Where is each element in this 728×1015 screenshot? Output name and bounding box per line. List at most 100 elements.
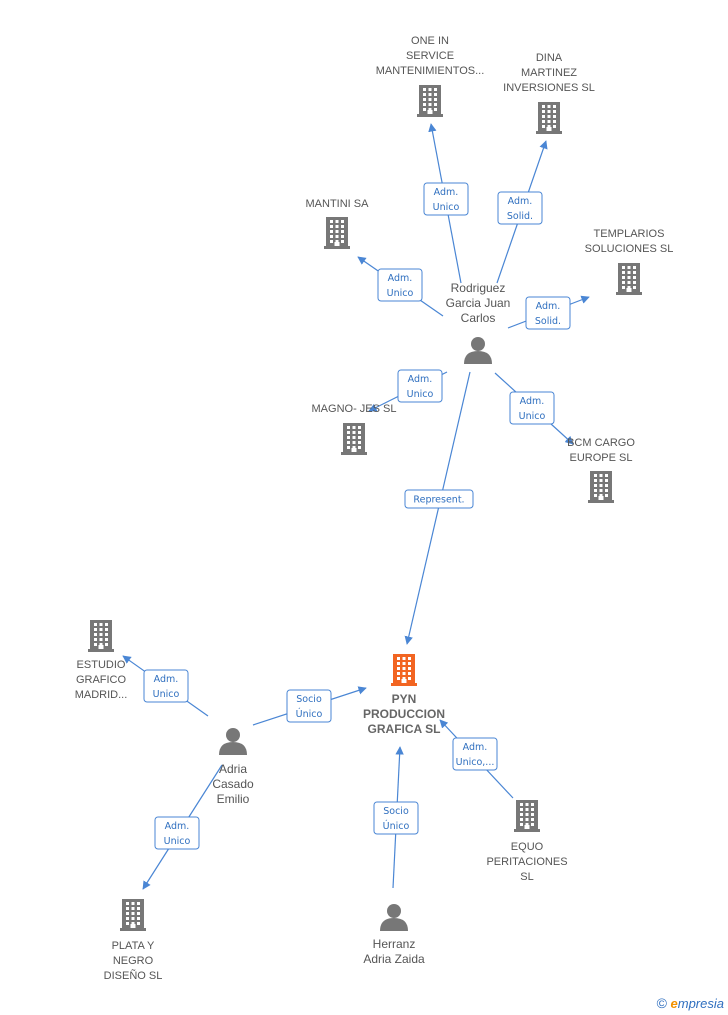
- edge-rodriguez-to-dina[interactable]: Adm. Solid.: [496, 140, 548, 284]
- node-label-line: SL: [520, 871, 533, 883]
- edge-adria-to-estudio[interactable]: Adm. Unico: [122, 655, 209, 717]
- company-node-bcm[interactable]: BCM CARGO EUROPE SL: [567, 437, 635, 503]
- node-label-line: EQUO: [511, 841, 544, 853]
- node-label-line: NEGRO: [113, 955, 154, 967]
- node-label-line: TEMPLARIOS: [594, 228, 665, 240]
- company-node-estudio[interactable]: ESTUDIO GRAFICO MADRID...: [75, 620, 128, 701]
- building-icon: [120, 899, 146, 931]
- building-icon: [417, 85, 443, 117]
- edge-label-text: Adm.: [520, 396, 545, 407]
- person-icon: [219, 728, 247, 755]
- edge-label-text: Unico: [519, 411, 546, 422]
- edge-rodriguez-to-mantini[interactable]: Adm.Unico: [357, 256, 444, 317]
- edge-label-text: Adm.: [165, 821, 190, 832]
- node-label-line: Carlos: [461, 311, 496, 325]
- edge-label-text: Único: [383, 820, 410, 832]
- node-label-line: Adria Zaida: [363, 952, 425, 966]
- node-label-line: PRODUCCION: [363, 707, 445, 721]
- node-label-line: MAGNO- JES SL: [312, 403, 397, 415]
- node-label-line: Garcia Juan: [446, 296, 511, 310]
- brand-logo-e: e: [670, 996, 678, 1011]
- building-icon: [341, 423, 367, 455]
- nodes-layer: ONE INSERVICEMANTENIMIENTOS...DINAMARTIN…: [75, 35, 674, 982]
- edge-rodriguez-to-pyn[interactable]: Represent.: [404, 371, 474, 645]
- node-label-line: PERITACIONES: [486, 856, 567, 868]
- node-label-line: ONE IN: [411, 35, 449, 47]
- node-label-line: BCM CARGO: [567, 437, 635, 449]
- company-node-dina[interactable]: DINA MARTINEZ INVERSIONES SL: [503, 52, 595, 134]
- edge-label-box: [286, 689, 332, 723]
- building-icon: [324, 217, 350, 249]
- company-node-one_in[interactable]: ONE INSERVICEMANTENIMIENTOS...: [376, 35, 485, 117]
- company-node-magno[interactable]: MAGNO- JES SL: [312, 403, 397, 455]
- edge-rodriguez-to-magno[interactable]: Adm.Unico: [368, 369, 448, 412]
- node-label-line: PLATA Y: [112, 940, 155, 952]
- edge-label-text: Adm.: [536, 301, 561, 312]
- edge-adria-to-plata[interactable]: Adm. Unico: [142, 764, 223, 890]
- person-icon: [380, 904, 408, 931]
- building-icon: [616, 263, 642, 295]
- edge-label-text: Adm.: [388, 273, 413, 284]
- edge-label-text: Represent.: [413, 495, 464, 506]
- edge-label-box: [423, 182, 469, 216]
- edge-rodriguez-to-bcm[interactable]: Adm. Unico: [494, 372, 574, 445]
- node-label-line: Casado: [212, 777, 254, 791]
- edge-label-text: Unico,...: [456, 757, 495, 768]
- edge-label-box: [525, 296, 571, 330]
- person-icon: [464, 337, 492, 364]
- company-node-equo[interactable]: EQUO PERITACIONES SL: [486, 800, 568, 883]
- edge-label-box: [404, 489, 474, 509]
- edge-label-box: [377, 268, 423, 302]
- node-label-line: ESTUDIO: [77, 659, 126, 671]
- edge-label-box: [509, 391, 555, 425]
- node-label-line: Emilio: [217, 792, 250, 806]
- edge-equo-to-pyn[interactable]: Adm. Unico,...: [439, 719, 514, 799]
- edge-label-text: Adm.: [463, 742, 488, 753]
- copyright-symbol: ©: [656, 995, 667, 1011]
- building-icon: [514, 800, 540, 832]
- brand-footer[interactable]: © empresia: [657, 995, 724, 1011]
- node-label-line: INVERSIONES SL: [503, 82, 595, 94]
- node-label-line: GRAFICO: [76, 674, 127, 686]
- company-node-plata[interactable]: PLATA Y NEGRO DISEÑO SL: [104, 899, 163, 982]
- edge-rodriguez-to-templarios[interactable]: Adm. Solid.: [507, 295, 590, 330]
- edge-label-box: [143, 669, 189, 703]
- edge-label-text: Unico: [164, 836, 191, 847]
- building-icon: [391, 654, 417, 686]
- company-node-mantini[interactable]: MANTINI SA: [306, 198, 370, 249]
- edge-label-box: [154, 816, 200, 850]
- edge-label-box: [497, 191, 543, 225]
- node-label-line: SOLUCIONES SL: [585, 243, 674, 255]
- node-label-line: DINA: [536, 52, 563, 64]
- edge-label-text: Adm.: [508, 196, 533, 207]
- building-icon: [588, 471, 614, 503]
- edge-label-text: Único: [296, 708, 323, 720]
- node-label-line: SERVICE: [406, 50, 454, 62]
- edge-label-box: [373, 801, 419, 835]
- node-label-line: DISEÑO SL: [104, 969, 163, 982]
- edges-layer: Adm.UnicoAdm.Solid.Adm.UnicoAdm.Solid.Ad…: [122, 123, 590, 890]
- edge-label-text: Unico: [407, 389, 434, 400]
- node-label-line: MARTINEZ: [521, 67, 577, 79]
- node-label-line: EUROPE SL: [570, 452, 633, 464]
- edge-label-text: Adm.: [154, 674, 179, 685]
- edge-label-box: [452, 737, 498, 771]
- edge-rodriguez-to-one_in[interactable]: Adm.Unico: [423, 123, 469, 284]
- edge-label-text: Solid.: [535, 316, 561, 327]
- edge-label-text: Solid.: [507, 211, 533, 222]
- brand-logo-text: mpresia: [677, 996, 724, 1011]
- node-label-line: MADRID...: [75, 689, 128, 701]
- node-label-line: GRAFICA SL: [368, 722, 441, 736]
- node-label-line: Herranz: [373, 937, 416, 951]
- company-node-templarios[interactable]: TEMPLARIOS SOLUCIONES SL: [585, 228, 674, 295]
- building-icon: [536, 102, 562, 134]
- edge-label-text: Unico: [153, 689, 180, 700]
- edge-label-text: Unico: [433, 202, 460, 213]
